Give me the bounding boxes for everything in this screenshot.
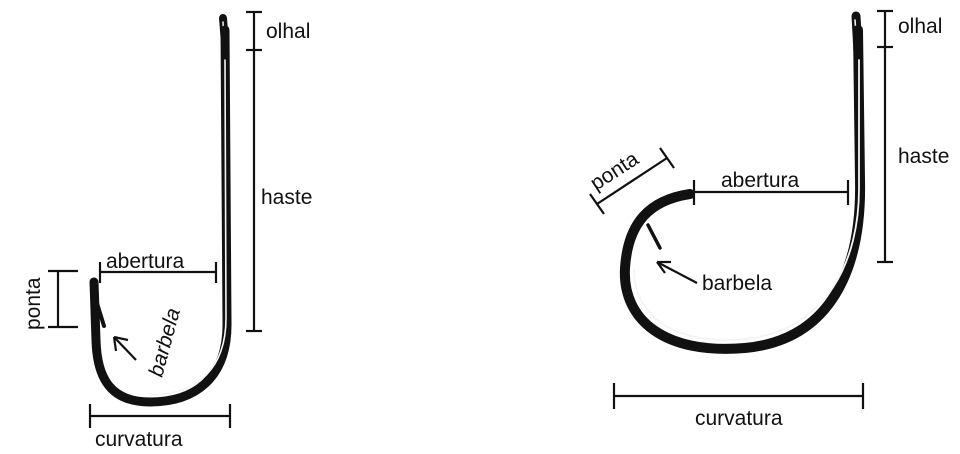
right-curvatura-dimension: [612, 383, 865, 409]
right-abertura-dimension: [692, 180, 850, 205]
right-ponta-label: ponta: [586, 147, 643, 195]
right-curvatura-label: curvatura: [695, 407, 783, 430]
right-olhal-dimension: [877, 9, 893, 49]
right-olhal-label: olhal: [898, 15, 942, 38]
right-haste-label: haste: [898, 145, 949, 168]
left-haste-dimension: [246, 50, 262, 333]
right-ponta-dimension: [589, 147, 675, 215]
left-barbela-label: barbela: [145, 306, 185, 380]
right-abertura-label: abertura: [721, 169, 800, 192]
right-barbela-arrow: [656, 260, 698, 284]
right-hook-figure: olhal haste abertura ponta barbela: [586, 9, 949, 430]
left-ponta-dimension: [48, 269, 78, 329]
left-curvatura-dimension: [88, 404, 232, 428]
left-haste-label: haste: [261, 186, 312, 209]
left-hook-figure: olhal haste abertura ponta barbela: [22, 10, 312, 451]
left-ponta-label: ponta: [22, 277, 45, 330]
right-haste-dimension: [877, 47, 893, 264]
right-barbela-label: barbela: [702, 272, 772, 295]
left-abertura-label: abertura: [106, 250, 185, 273]
left-olhal-dimension: [246, 10, 262, 52]
left-olhal-label: olhal: [266, 20, 310, 43]
left-hook-drawing: [89, 14, 232, 407]
left-barbela-arrow: [112, 335, 137, 361]
left-curvatura-label: curvatura: [95, 428, 183, 451]
right-hook-drawing: [619, 11, 866, 354]
left-abertura-dimension: [98, 262, 218, 283]
